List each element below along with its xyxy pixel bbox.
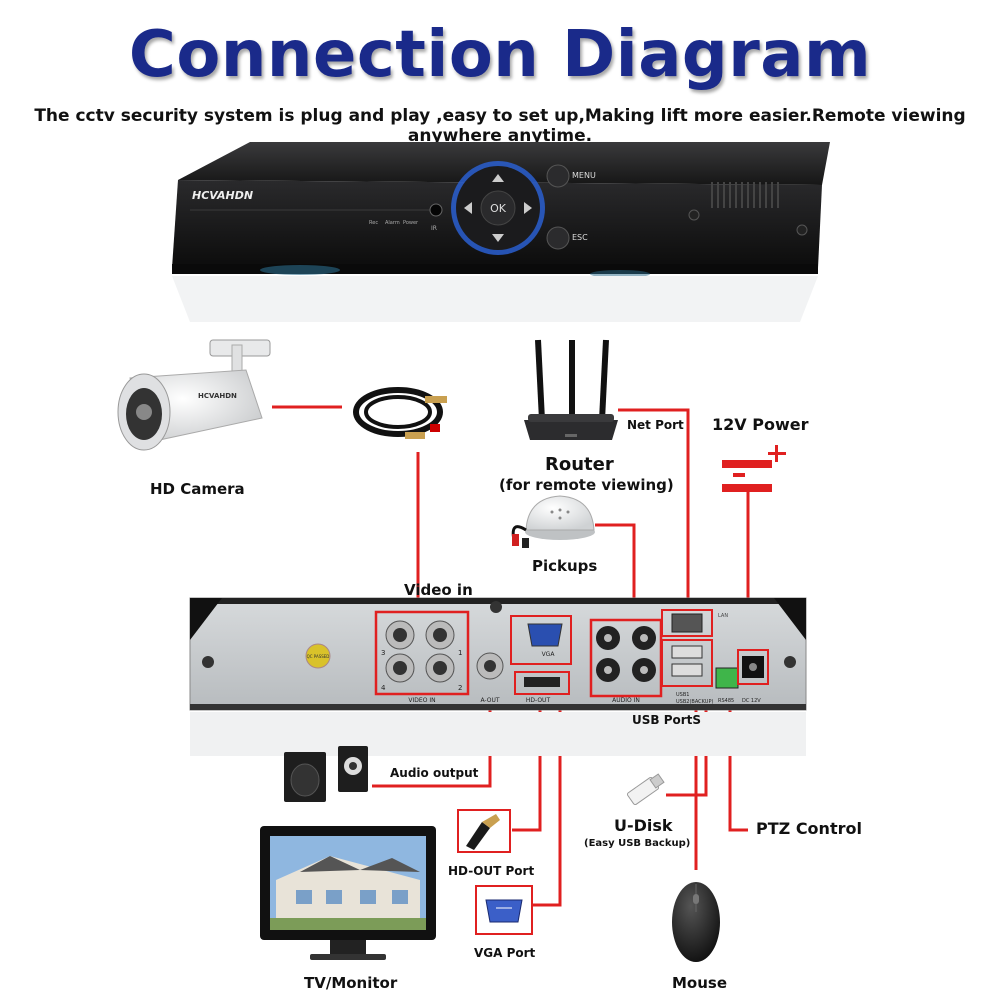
ok-label: OK	[490, 202, 507, 215]
camera-brand: HCVAHDN	[198, 392, 237, 400]
vga-highlight	[510, 615, 572, 665]
video-in-highlight	[374, 610, 470, 696]
tv-monitor-label: TV/Monitor	[304, 974, 398, 992]
usb-highlight	[661, 639, 713, 687]
u-disk-sublabel: (Easy USB Backup)	[584, 838, 691, 849]
rca-audio-ports[interactable]	[596, 626, 656, 682]
menu-button[interactable]	[546, 164, 570, 188]
esc-label: ESC	[572, 233, 588, 242]
mouse-image	[672, 882, 720, 962]
dvr-rear-panel: QC PASSED 3 1 4 2 VIDEO IN A-OUT VGA HD-…	[189, 597, 807, 756]
hd-out-highlight	[514, 671, 570, 695]
vga-cable-image	[475, 885, 533, 935]
hdmi-cable-image	[457, 809, 511, 853]
dc-highlight	[737, 649, 769, 685]
usb1-panel-label: USB1	[676, 692, 689, 698]
mouse-label: Mouse	[672, 974, 728, 992]
power-label: 12V Power	[712, 415, 809, 434]
vga-port[interactable]	[527, 623, 563, 647]
ch-3-label: 3	[381, 649, 385, 657]
menu-label: MENU	[572, 171, 596, 180]
hdmi-port[interactable]	[524, 677, 560, 687]
rec-indicator: Rec	[369, 220, 378, 226]
audio-output-label: Audio output	[390, 766, 479, 780]
router-label: Router	[545, 454, 614, 475]
usb2-port[interactable]	[671, 663, 703, 677]
cable-coil-image	[353, 387, 447, 439]
router-image	[524, 339, 618, 440]
u-disk-label: U-Disk	[614, 816, 673, 835]
lan-port[interactable]	[671, 613, 703, 633]
hd-out-port-label: HD-OUT Port	[448, 864, 535, 878]
qc-sticker	[305, 643, 331, 669]
brand-logo: HCVAHDN	[192, 189, 253, 202]
bnc-video-ports[interactable]	[385, 620, 455, 683]
lan-panel-label: LAN	[718, 613, 728, 619]
net-port-label: Net Port	[627, 418, 684, 432]
pickup-microphone-image	[511, 495, 595, 548]
right-arrow-icon[interactable]	[524, 202, 532, 214]
qc-label: QC PASSED	[307, 654, 330, 659]
ch-4-label: 4	[381, 684, 386, 692]
esc-button[interactable]	[546, 226, 570, 250]
page-title: Connection Diagram	[128, 18, 872, 92]
audio-in-panel-label: AUDIO IN	[612, 697, 640, 704]
rs485-terminal[interactable]	[715, 667, 739, 689]
vga-port-label: VGA Port	[474, 946, 536, 960]
lan-highlight	[661, 609, 713, 637]
usb2-panel-label: USB2(BACKUP)	[676, 699, 713, 705]
dvr-front-unit: OK MENU ESC HCVAHDN IR Rec Alarm Power	[172, 142, 830, 322]
rs485-panel-label: RS485	[718, 698, 734, 704]
up-arrow-icon[interactable]	[492, 174, 504, 182]
router-sublabel: (for remote viewing)	[499, 476, 674, 494]
usb-ports-label: USB PortS	[632, 713, 702, 727]
ch-2-label: 2	[458, 684, 462, 692]
alarm-indicator: Alarm	[385, 220, 400, 226]
hd-camera-image: HCVAHDN	[117, 339, 271, 451]
page-subtitle: The cctv security system is plug and pla…	[34, 106, 966, 146]
a-out-panel-label: A-OUT	[480, 697, 499, 704]
ch-1-label: 1	[458, 649, 462, 657]
down-arrow-icon[interactable]	[492, 234, 504, 242]
video-in-panel-label: VIDEO IN	[408, 697, 435, 704]
dc12v-panel-label: DC 12V	[742, 698, 761, 704]
vga-panel-label: VGA	[542, 651, 556, 658]
ir-sensor	[429, 203, 443, 217]
ir-label: IR	[431, 225, 437, 232]
tv-monitor-image	[260, 826, 436, 960]
left-arrow-icon[interactable]	[464, 202, 472, 214]
power-supply-icon	[722, 445, 786, 492]
hd-camera-label: HD Camera	[150, 480, 245, 498]
ptz-control-label: PTZ Control	[756, 819, 862, 838]
power-indicator: Power	[403, 220, 419, 226]
speakers-image	[284, 746, 368, 802]
usb1-port[interactable]	[671, 645, 703, 659]
hd-out-panel-label: HD-OUT	[526, 697, 551, 704]
ok-button[interactable]	[480, 190, 516, 226]
u-disk-image	[626, 773, 665, 806]
vent-grille	[711, 182, 779, 208]
pickups-label: Pickups	[532, 557, 598, 575]
video-in-label: Video in	[404, 581, 473, 599]
